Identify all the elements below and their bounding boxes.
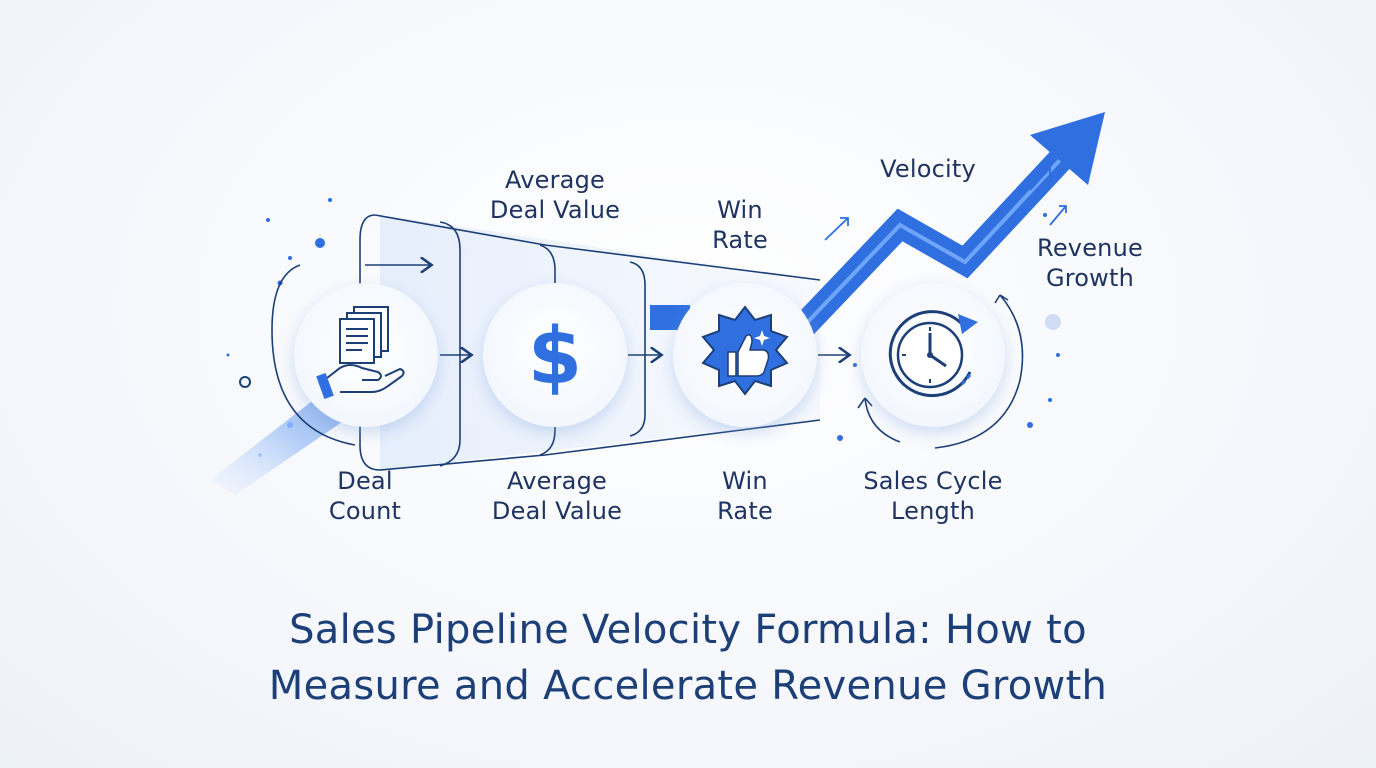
dollar-sign-icon: $ [528, 312, 582, 402]
title-line: Sales Pipeline Velocity Formula: How to [289, 606, 1087, 653]
label-line: Sales Cycle [863, 467, 1003, 495]
label-line: Average [507, 467, 607, 495]
flow-arrows [271, 265, 1024, 449]
label-line: Deal [337, 467, 393, 495]
label-line: Growth [1045, 264, 1135, 292]
label-bottom-average-deal-value: Average Deal Value [462, 466, 652, 526]
thumbs-up-badge-icon [701, 305, 789, 396]
accent-arrows [824, 167, 1067, 241]
label-line: Length [891, 497, 975, 525]
label-bottom-win-rate: Win Rate [685, 466, 805, 526]
label-velocity: Velocity [858, 154, 998, 184]
dollar-symbol: $ [528, 312, 582, 402]
label-line: Average [505, 166, 605, 194]
label-deal-count: Deal Count [305, 466, 425, 526]
documents-in-hand-icon [316, 306, 405, 399]
page-title: Sales Pipeline Velocity Formula: How to … [0, 602, 1376, 714]
stage-circle-avg-deal-value [483, 283, 627, 427]
label-sales-cycle-length: Sales Cycle Length [848, 466, 1018, 526]
label-line: Velocity [880, 155, 976, 183]
label-line: Win [717, 196, 763, 224]
label-line: Win [722, 467, 768, 495]
label-line: Deal Value [489, 196, 621, 224]
label-top-win-rate: Win Rate [680, 195, 800, 255]
label-line: Deal Value [491, 497, 623, 525]
light-beam [210, 395, 345, 495]
label-line: Rate [712, 226, 768, 254]
title-line: Measure and Accelerate Revenue Growth [268, 662, 1108, 709]
label-line: Count [328, 497, 402, 525]
label-line: Rate [717, 497, 773, 525]
sparkles [226, 198, 1061, 441]
label-revenue-growth: Revenue Growth [1020, 233, 1160, 293]
velocity-trend-arrow [790, 112, 1105, 339]
label-line: Revenue [1037, 234, 1143, 262]
clock-refresh-icon [888, 310, 978, 398]
label-top-average-deal-value: Average Deal Value [460, 165, 650, 225]
